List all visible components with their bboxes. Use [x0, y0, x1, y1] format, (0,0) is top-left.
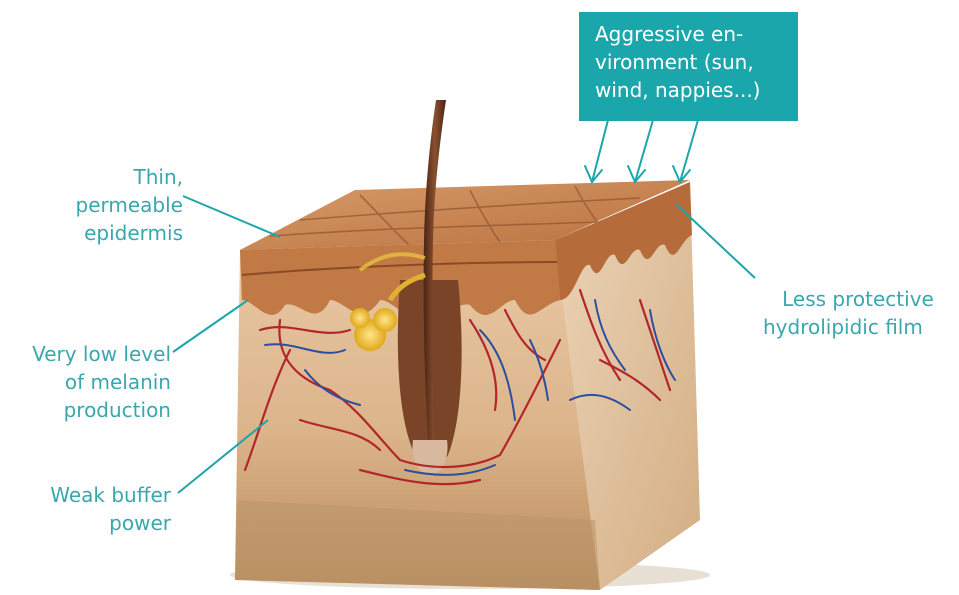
label-buffer-line-1: Weak buffer [10, 481, 171, 509]
environment-line-3: wind, nappies...) [595, 76, 784, 104]
arrow-2 [628, 120, 653, 182]
environment-box: Aggressive en- vironment (sun, wind, nap… [579, 12, 798, 121]
connector-epidermis [183, 196, 280, 237]
label-melanin: Very low level of melanin production [0, 340, 171, 424]
environment-line-2: vironment (sun, [595, 48, 784, 76]
label-film: Less protective hydrolipidic film [763, 285, 953, 341]
label-melanin-line-1: Very low level [0, 340, 171, 368]
label-epidermis-line-3: epidermis [60, 219, 183, 247]
environment-line-1: Aggressive en- [595, 20, 784, 48]
arrow-1 [585, 120, 608, 182]
label-film-line-2: hydrolipidic film [763, 313, 953, 341]
label-epidermis-line-2: permeable [60, 191, 183, 219]
label-film-line-1: Less protective [763, 285, 953, 313]
connector-melanin [173, 300, 248, 352]
label-buffer: Weak buffer power [10, 481, 171, 537]
environment-arrows [585, 120, 698, 182]
label-melanin-line-2: of melanin [0, 368, 171, 396]
arrow-3 [673, 120, 698, 182]
label-epidermis-line-1: Thin, [60, 163, 183, 191]
label-epidermis: Thin, permeable epidermis [60, 163, 183, 247]
label-melanin-line-3: production [0, 396, 171, 424]
label-buffer-line-2: power [10, 509, 171, 537]
